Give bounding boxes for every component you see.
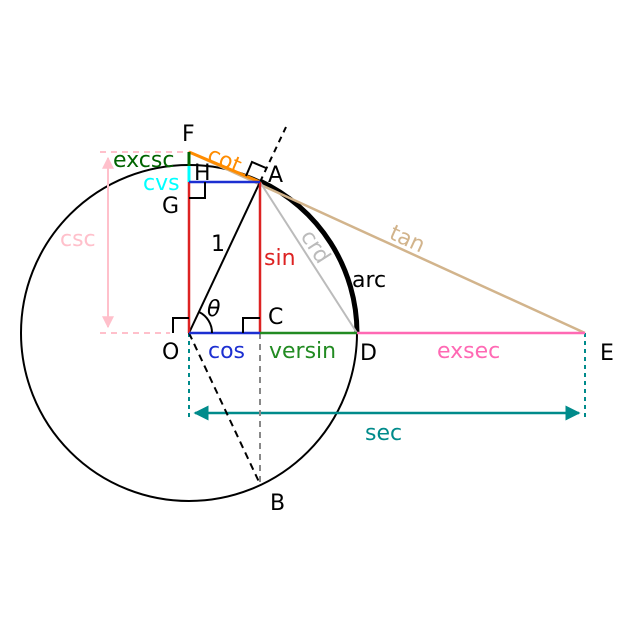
point-label-a: A [268,163,283,188]
point-label-o: O [162,340,179,365]
ob-dashed-line [188,332,261,485]
radius-line [188,181,261,334]
sin-label: sin [264,246,296,271]
exsec-label: exsec [437,339,500,364]
cos-label: cos [208,339,245,364]
point-label-g: G [162,194,179,219]
point-label-e: E [600,341,614,366]
arc-label: arc [352,268,386,293]
radius-label: 1 [211,232,225,257]
versin-label: versin [269,339,336,364]
sec-label: sec [365,421,402,446]
point-label-d: D [360,341,377,366]
crd-line [259,181,358,334]
point-label-c: C [268,305,283,330]
csc-label: csc [60,227,96,252]
right-angle-marker-o [172,317,189,333]
point-label-f: F [182,122,195,147]
right-angle-marker-c [242,317,260,333]
right-angle-marker-g [189,182,206,199]
cot-line [188,150,261,184]
cvs-label: cvs [143,171,180,196]
tan-label: tan [386,221,429,259]
crd-label: crd [295,226,335,269]
theta-label: θ [207,297,221,322]
point-label-b: B [270,491,285,516]
excsc-label: excsc [113,148,174,173]
theta-angle-arc [198,311,214,334]
point-label-h: H [194,161,211,186]
right-angle-marker-a [245,160,267,177]
